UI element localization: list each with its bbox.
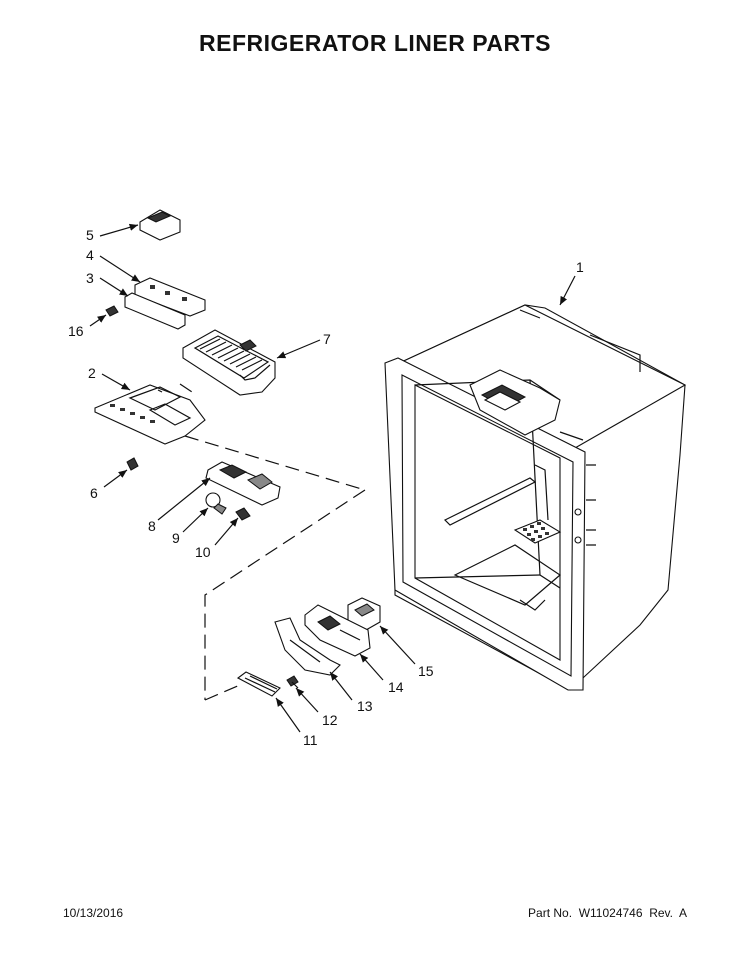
- grille-cover-part-7: [182, 329, 276, 396]
- callout-leaders: [89, 223, 576, 733]
- housing-part-2: [94, 384, 206, 445]
- callout-10: 10: [195, 544, 211, 560]
- callout-14: 14: [388, 679, 404, 695]
- liner-box-part-1: [384, 304, 687, 691]
- callout-numbers: 1 2 3 4 5 6 7 8 9 10 11 12 13 14 15 16: [68, 227, 584, 748]
- callout-12: 12: [322, 712, 338, 728]
- cover-part-13: [274, 617, 341, 676]
- plate-part-3: [124, 292, 186, 330]
- assembly-dashed-lines: [179, 383, 366, 701]
- callout-13: 13: [357, 698, 373, 714]
- switch-part-6: [126, 457, 139, 471]
- callout-5: 5: [86, 227, 94, 243]
- callout-16: 16: [68, 323, 84, 339]
- footer-part-number: Part No. W11024746 Rev. A: [528, 906, 687, 920]
- callout-11: 11: [303, 732, 318, 748]
- callout-1: 1: [576, 259, 584, 275]
- footer-date: 10/13/2016: [63, 906, 124, 920]
- page-title: REFRIGERATOR LINER PARTS: [199, 30, 551, 56]
- light-housing-part-8: [205, 461, 281, 506]
- grille-part-11: [236, 671, 281, 697]
- callout-4: 4: [86, 247, 94, 263]
- bulb-part-9: [205, 492, 227, 515]
- bracket-part-14: [304, 604, 371, 657]
- callout-6: 6: [90, 485, 98, 501]
- callout-9: 9: [172, 530, 180, 546]
- bracket-part-5: [139, 209, 181, 241]
- callout-7: 7: [323, 331, 331, 347]
- clip-part-16: [105, 305, 119, 317]
- screw-part-12: [286, 675, 299, 689]
- callout-8: 8: [148, 518, 156, 534]
- callout-15: 15: [418, 663, 434, 679]
- callout-2: 2: [88, 365, 96, 381]
- callout-3: 3: [86, 270, 94, 286]
- socket-part-10: [235, 507, 251, 521]
